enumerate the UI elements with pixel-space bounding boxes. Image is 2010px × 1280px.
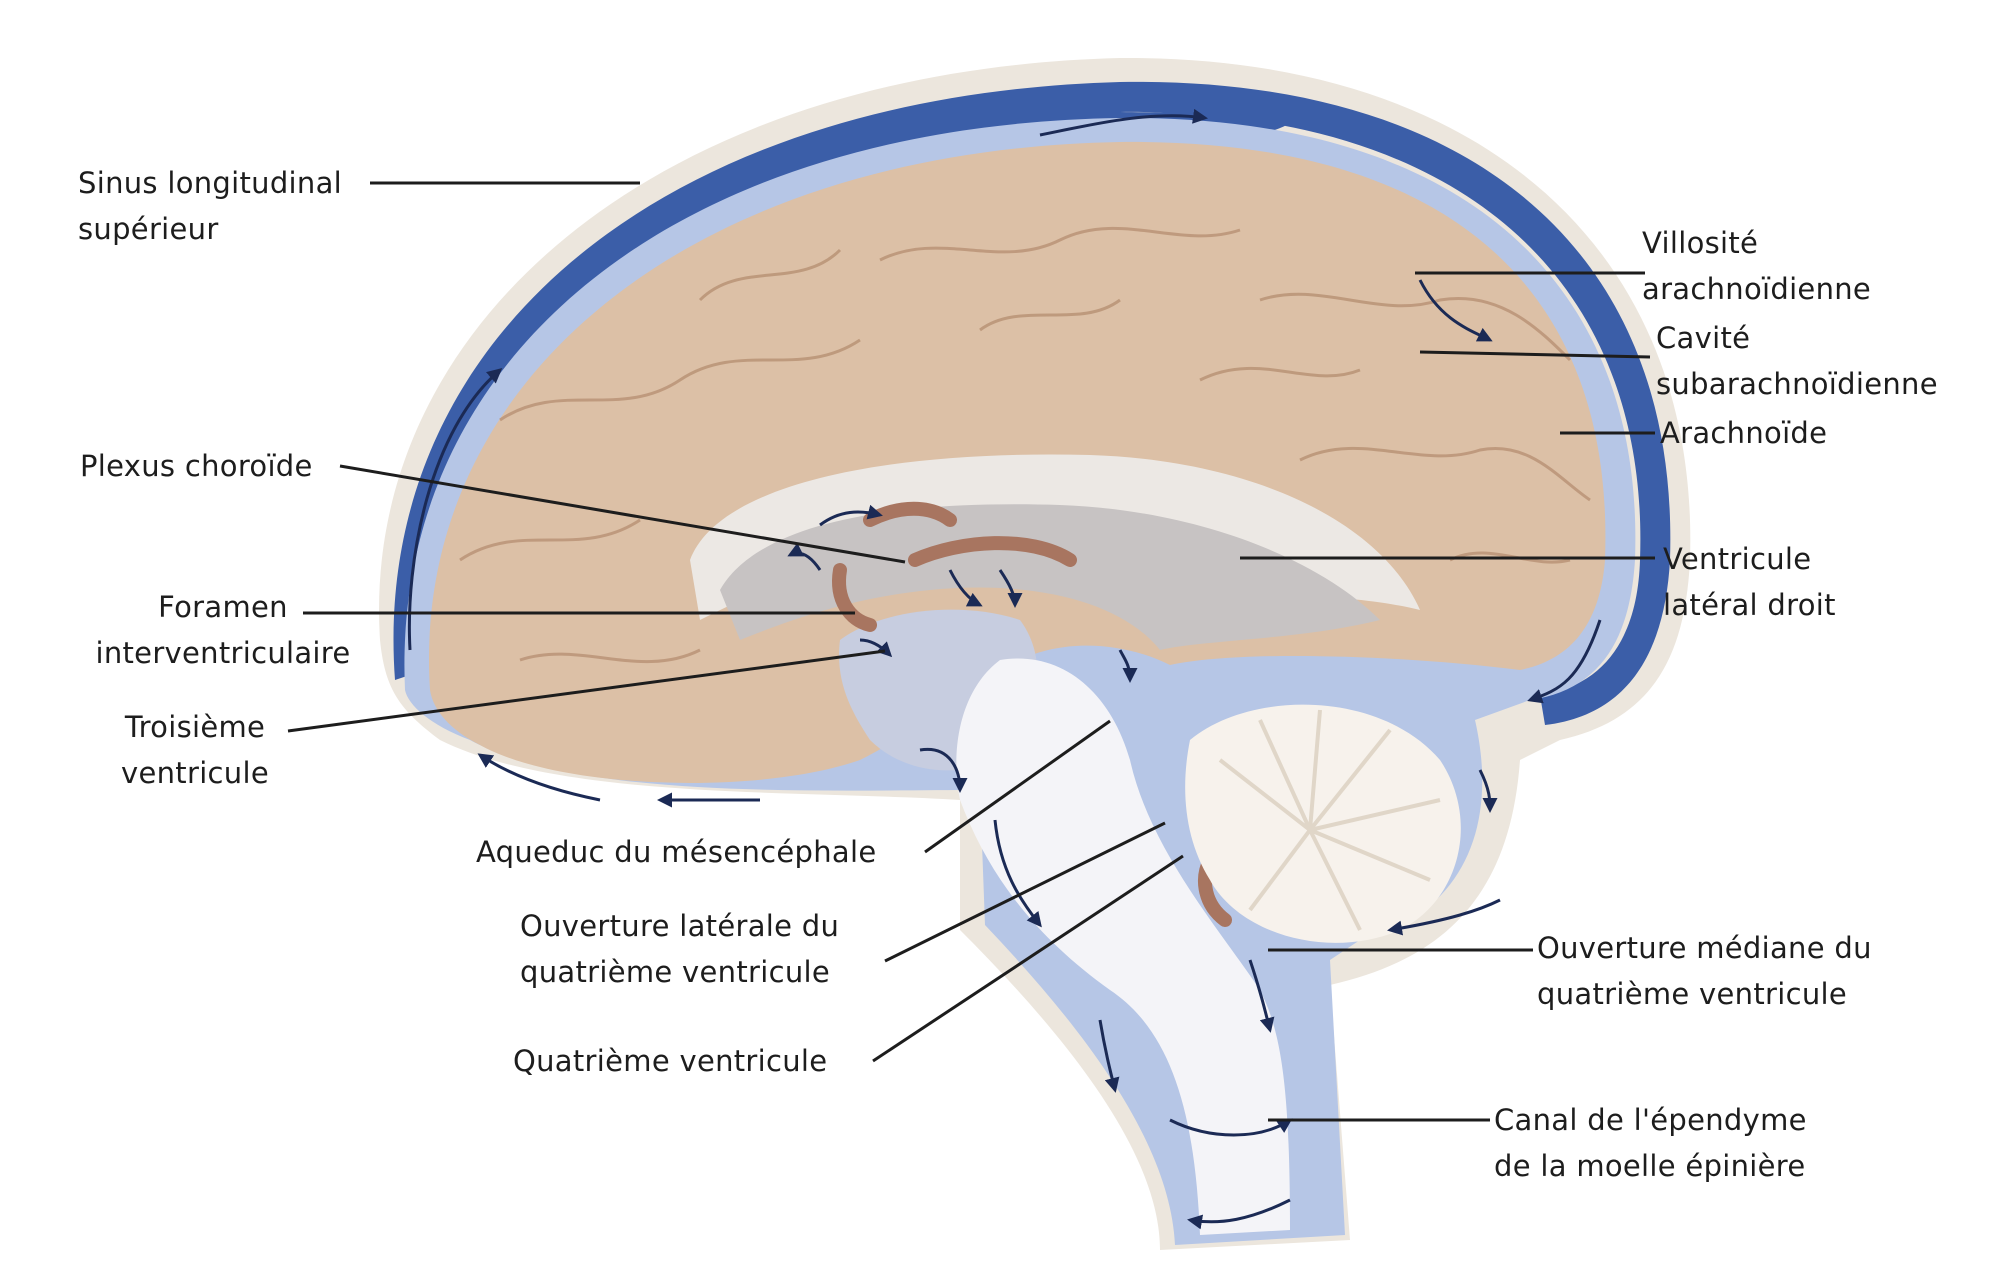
brainstem — [956, 658, 1290, 1235]
leader-cavite — [1419, 350, 1651, 359]
leader-ouverture-laterale — [884, 821, 1166, 963]
label-quatrieme: Quatrième ventricule — [513, 1044, 828, 1078]
label-ventricule-lateral: Ventricule latéral droit — [1663, 542, 1836, 622]
label-cavite: Cavité subarachnoïdienne — [1656, 321, 1938, 401]
label-villosite: Villosité arachnoïdienne — [1642, 226, 1872, 306]
cerebellum-folia — [1218, 709, 1441, 931]
label-foramen: Foramen interventriculaire — [95, 590, 351, 670]
leader-plexus — [339, 464, 906, 564]
lateral-ventricle-shape — [720, 504, 1380, 650]
label-ouverture-laterale: Ouverture latérale du quatrième ventricu… — [520, 909, 840, 989]
label-troisieme: Troisième ventricule — [121, 710, 269, 790]
label-aqueduc: Aqueduc du mésencéphale — [476, 835, 877, 869]
label-sinus: Sinus longitudinal supérieur — [78, 166, 343, 246]
label-plexus: Plexus choroïde — [80, 449, 313, 483]
label-ouverture-mediane: Ouverture médiane du quatrième ventricul… — [1537, 931, 1872, 1011]
label-canal: Canal de l'épendyme de la moelle épinièr… — [1494, 1103, 1807, 1183]
leader-quatrieme — [872, 854, 1184, 1063]
cerebellum — [1185, 704, 1461, 943]
leader-aqueduc — [924, 719, 1111, 854]
leader-lines — [287, 181, 1655, 1122]
csf-flow-arrows — [407, 108, 1602, 1230]
leader-troisieme — [287, 649, 886, 733]
label-arachnoide: Arachnoïde — [1660, 416, 1828, 450]
gyri-lines — [459, 226, 1591, 664]
choroid-plexus — [832, 501, 1232, 927]
